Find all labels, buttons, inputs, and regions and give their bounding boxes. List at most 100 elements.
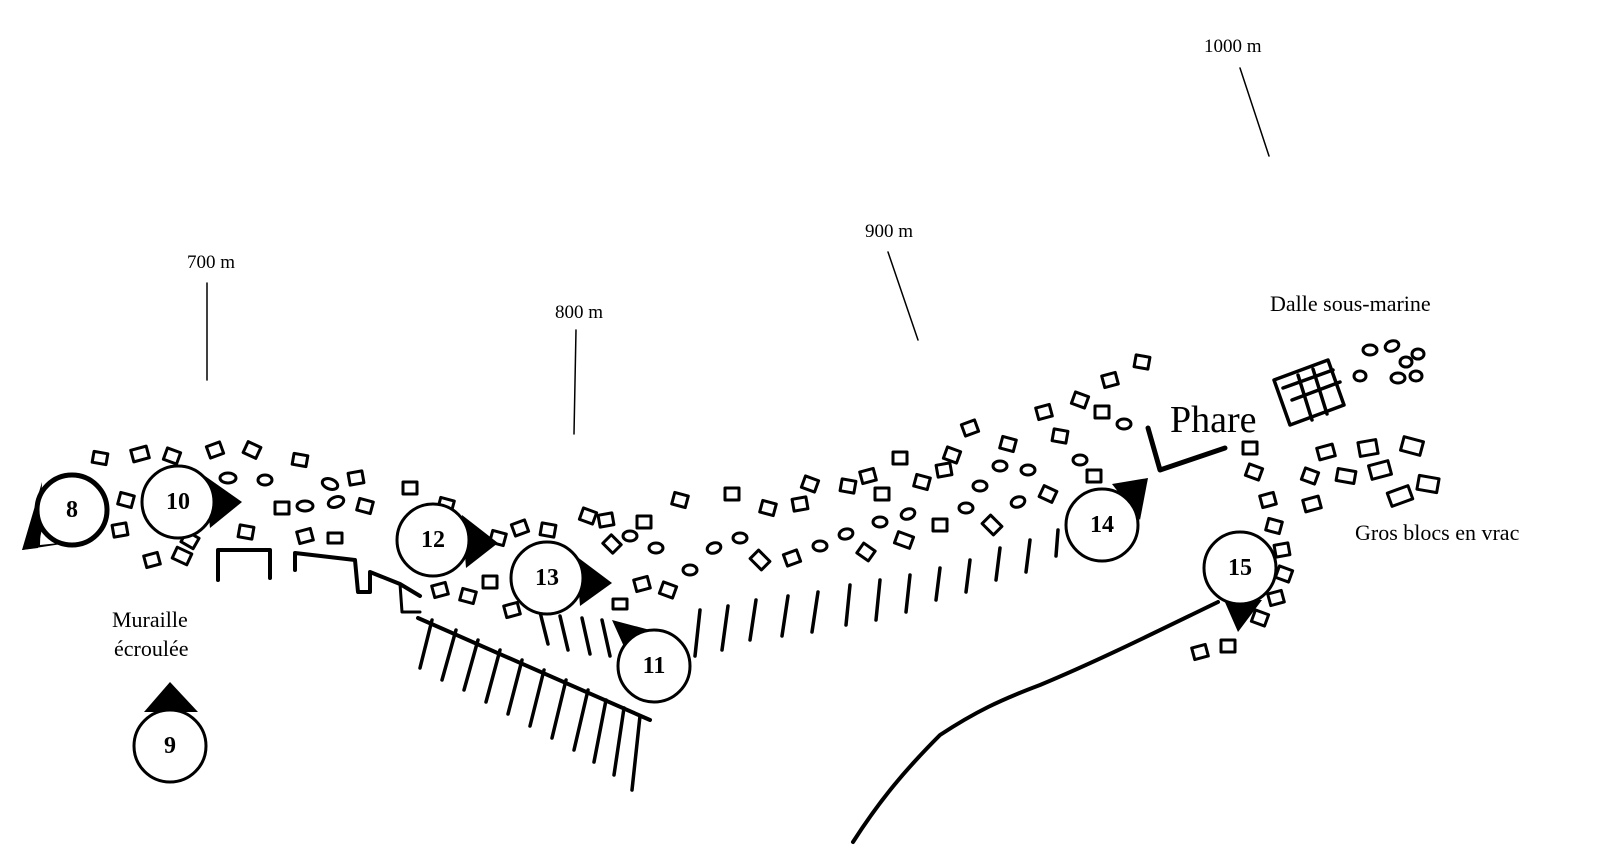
rock-block [934,461,954,479]
tick-900 [887,251,919,341]
hatch-line [810,590,820,634]
rock-block [1272,541,1292,559]
rock-block [931,517,949,533]
rock-block [1399,435,1425,457]
marker-10-label: 10 [166,489,190,515]
rock-block [170,545,194,567]
rock-block [1334,467,1358,485]
hatch-line [580,616,592,656]
marker-13-label: 13 [535,565,559,591]
rock-block [1069,390,1091,410]
rock-block [458,586,478,606]
rock-block [1219,638,1237,654]
marker-14: 14 [1064,478,1148,563]
hatch-line [693,608,702,658]
hatch-line [550,678,568,740]
rock-block [1071,453,1089,467]
hatch-line [1054,528,1060,558]
rock-block [1241,440,1259,456]
rock-block [723,486,741,502]
rock-block [346,469,366,487]
rock-block [941,445,963,465]
rock-block [873,486,891,502]
marker-11: 11 [612,620,692,704]
slope-hatching [418,520,1087,792]
rock-block [635,514,653,530]
rock-block [502,600,522,620]
rock-block [1243,462,1265,482]
rock-block [705,541,723,555]
rock-block [538,521,558,539]
tick-800 [573,329,577,435]
rock-block [273,500,291,516]
rock-block [1264,516,1284,536]
rock-block [1034,402,1054,422]
rock-block [1019,463,1037,477]
rock-block [621,529,639,543]
rock-block [1132,353,1152,371]
rock-block [858,466,878,486]
rock-block [430,580,450,600]
rock-block [1352,369,1368,383]
label-gros-blocs: Gros blocs en vrac [1355,520,1520,545]
rock-block [1266,588,1286,608]
rock-block [142,550,162,570]
label-dalle-sous-marine: Dalle sous-marine [1270,291,1431,316]
rock-block [891,450,909,466]
rock-block [1050,427,1070,445]
marker-14-label: 14 [1090,512,1114,538]
rock-block [236,523,256,541]
hatch-line [528,668,546,728]
distance-label-800: 800 m [555,302,603,323]
hatch-line [506,658,524,716]
rock-block [632,574,652,594]
rock-block [1009,495,1027,509]
rock-block [1356,438,1380,458]
rock-block [1389,371,1407,385]
rock-block [855,541,877,563]
rock-block [481,574,499,590]
marker-10: 10 [140,464,242,540]
hatch-line [874,578,882,622]
rock-block [218,471,238,485]
rock-block [871,515,889,529]
rock-block [1398,355,1414,369]
rock-block [1385,484,1415,508]
hatch-line [440,628,458,682]
marker-12: 12 [395,502,498,578]
rock-block [1415,473,1441,495]
rock-block [781,548,803,568]
rock-block [912,472,932,492]
rock-block [998,434,1018,454]
hatch-line [592,698,608,764]
marker-8-label: 8 [66,497,78,523]
hatch-line [1024,538,1032,574]
rock-block [326,531,344,545]
rock-block [256,473,274,487]
marker-13: 13 [509,540,612,616]
marker-15: 15 [1202,530,1278,632]
rock-block [110,521,130,539]
hatch-line [418,618,434,670]
rock-block [670,490,690,510]
rock-block [731,531,749,545]
hatch-line [964,558,972,594]
rock-block [811,539,829,553]
hatch-line [844,583,852,627]
marker-12-label: 12 [421,527,445,553]
rock-block [295,499,315,513]
distance-ticks [206,67,1270,435]
rock-block [681,563,699,577]
hatch-line [780,594,790,638]
shoreline [216,425,1228,844]
rock-block [657,580,679,600]
rock-blocks [90,339,1441,662]
rock-block [204,440,226,460]
hatch-line [538,610,550,646]
rock-block [1361,343,1379,357]
rock-block [290,451,310,469]
rock-block [1037,484,1059,504]
hatch-line [934,566,942,602]
rock-block [116,490,136,510]
